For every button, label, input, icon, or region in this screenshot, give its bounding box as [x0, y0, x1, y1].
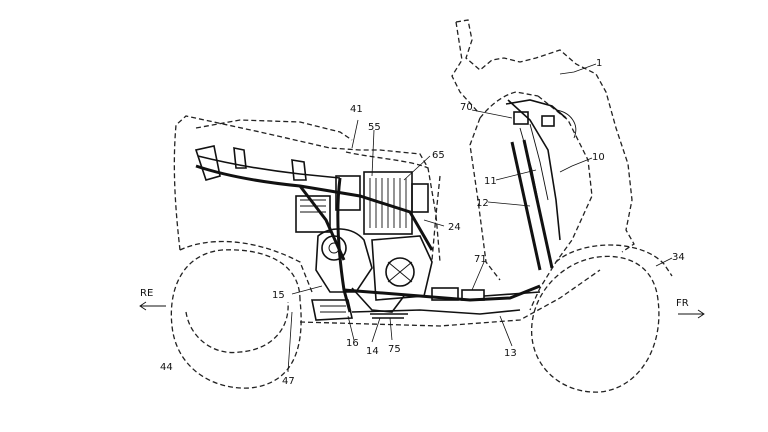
- engine-assembly: [295, 171, 541, 321]
- callout-47: 47: [282, 376, 295, 387]
- front-wheel: [531, 255, 660, 393]
- callout-13: 13: [504, 348, 517, 359]
- callout-70: 70: [460, 102, 473, 113]
- callout-41: 41: [350, 104, 363, 115]
- callout-71: 71: [474, 254, 487, 265]
- callout-16: 16: [346, 338, 359, 349]
- callout-12: 12: [476, 198, 489, 209]
- frame: [194, 99, 577, 315]
- direction-rear: RE: [139, 288, 166, 311]
- callout-65: 65: [432, 150, 445, 161]
- callout-1: 1: [596, 58, 602, 69]
- body-outline: [173, 19, 673, 327]
- rear-wheel: [170, 249, 302, 389]
- callout-24: 24: [448, 222, 461, 233]
- callout-10: 10: [592, 152, 605, 163]
- callout-75: 75: [388, 344, 401, 355]
- callout-14: 14: [366, 346, 379, 357]
- callout-11: 11: [484, 176, 497, 187]
- callout-44: 44: [160, 362, 173, 373]
- direction-front: FR: [676, 298, 705, 319]
- direction-front-label: FR: [676, 298, 689, 309]
- direction-rear-label: RE: [140, 288, 153, 299]
- callout-34: 34: [672, 252, 685, 263]
- leader-lines: [287, 63, 673, 373]
- callout-55: 55: [368, 122, 381, 133]
- callout-labels: 1 10 11 12 13 14 15 16 24 34 41 44 47 55…: [160, 58, 685, 387]
- callout-15: 15: [272, 290, 285, 301]
